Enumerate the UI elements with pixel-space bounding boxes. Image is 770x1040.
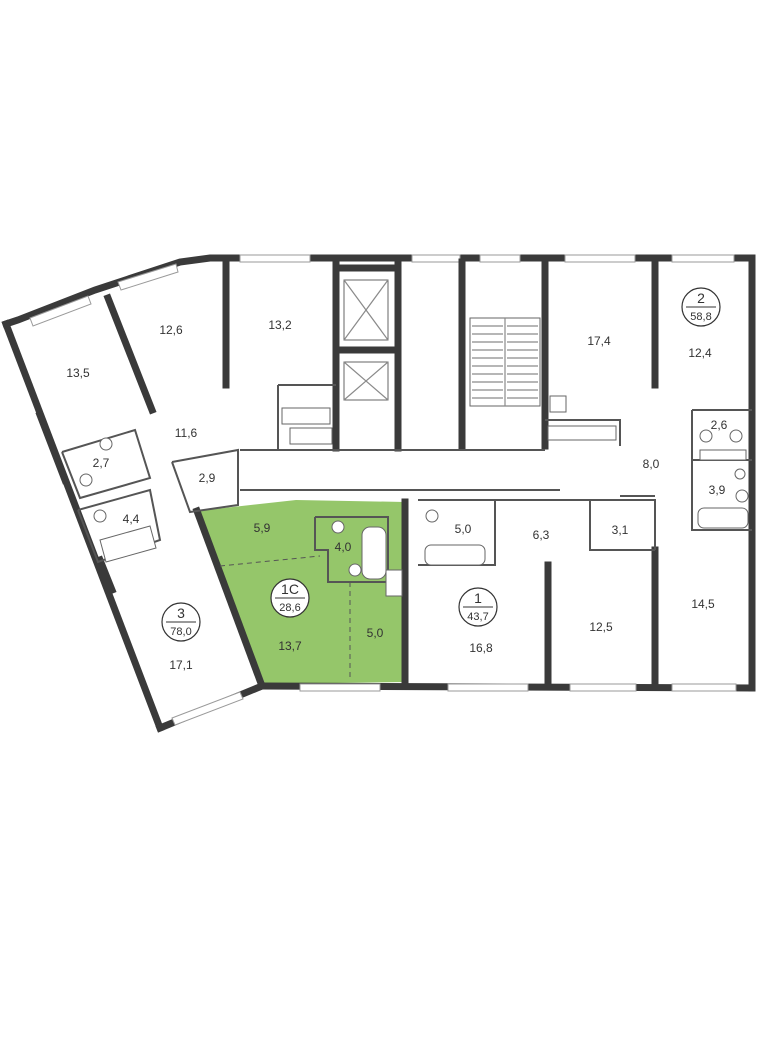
room-area: 13,2 — [268, 318, 292, 332]
sink-icon — [281, 395, 747, 597]
room-area: 17,4 — [587, 334, 611, 348]
room-area: 17,1 — [169, 658, 193, 672]
unit-badge-2[interactable]: 2 58,8 — [681, 287, 721, 327]
room-area: 2,9 — [199, 471, 216, 485]
room-area: 5,0 — [367, 626, 384, 640]
room-area: 2,7 — [93, 456, 110, 470]
stairs-icon — [469, 317, 541, 407]
room-area: 13,7 — [278, 639, 302, 653]
unit-number: 1 — [474, 590, 482, 606]
unit-area: 28,6 — [279, 602, 300, 614]
unit-badge-3[interactable]: 3 78,0 — [161, 602, 201, 642]
room-area: 3,9 — [709, 483, 726, 497]
room-area: 13,5 — [66, 366, 90, 380]
room-area: 5,9 — [254, 521, 271, 535]
room-area: 5,0 — [455, 522, 472, 536]
room-area: 12,6 — [159, 323, 183, 337]
room-area: 2,6 — [711, 418, 728, 432]
unit-area: 43,7 — [467, 611, 488, 623]
elevator-icon — [343, 279, 389, 401]
unit-number: 2 — [697, 290, 705, 306]
unit-area: 78,0 — [170, 626, 191, 638]
room-area: 3,1 — [612, 523, 629, 537]
unit-number: 3 — [177, 605, 185, 621]
toilet-icon — [79, 429, 749, 577]
room-area: 12,5 — [589, 620, 613, 634]
unit-badge-1[interactable]: 1 43,7 — [458, 587, 498, 627]
room-labels: 13,5 12,6 13,2 11,6 2,7 2,9 4,4 17,1 5,9… — [66, 318, 727, 672]
bathtub-icon — [99, 507, 749, 580]
partitions — [61, 384, 752, 583]
room-area: 11,6 — [175, 426, 198, 440]
room-area: 8,0 — [643, 457, 660, 471]
room-area: 12,4 — [688, 346, 712, 360]
unit-badge-1c[interactable]: 1C 28,6 — [270, 578, 310, 618]
room-area: 6,3 — [533, 528, 550, 542]
room-area: 14,5 — [691, 597, 715, 611]
room-area: 16,8 — [469, 641, 493, 655]
room-area: 4,0 — [335, 540, 352, 554]
interior-walls — [35, 258, 659, 691]
zone-lines — [219, 555, 351, 678]
room-area: 4,4 — [123, 512, 140, 526]
unit-number: 1C — [281, 581, 299, 597]
unit-area: 58,8 — [690, 311, 711, 323]
windows — [29, 254, 737, 726]
